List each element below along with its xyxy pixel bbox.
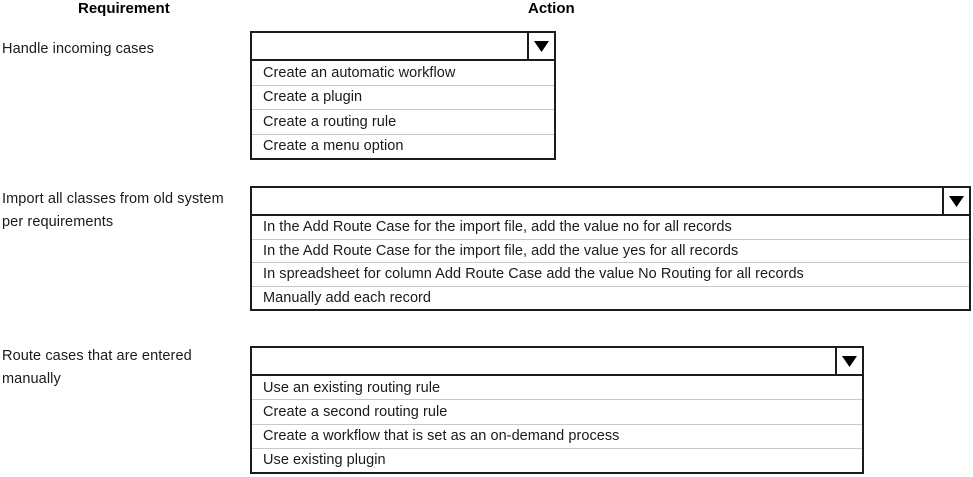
dropdown-option[interactable]: Use existing plugin xyxy=(252,448,862,472)
dropdown-option-list-1[interactable]: In the Add Route Case for the import fil… xyxy=(252,216,969,309)
dropdown-option[interactable]: Create an automatic workflow xyxy=(252,61,554,86)
chevron-down-icon[interactable] xyxy=(942,188,969,214)
column-header-requirement: Requirement xyxy=(78,0,170,17)
dropdown-selected-value-2[interactable] xyxy=(252,348,835,374)
dropdown-option[interactable]: In the Add Route Case for the import fil… xyxy=(252,216,969,240)
dropdown-option-list-2[interactable]: Use an existing routing rule Create a se… xyxy=(252,376,862,472)
dropdown-option-list-0[interactable]: Create an automatic workflow Create a pl… xyxy=(252,61,554,158)
dropdown-option[interactable]: Create a workflow that is set as an on-d… xyxy=(252,424,862,449)
requirement-label-0: Handle incoming cases xyxy=(2,41,155,57)
dropdown-selected-value-1[interactable] xyxy=(252,188,942,214)
action-dropdown-2[interactable]: Use an existing routing rule Create a se… xyxy=(250,346,864,474)
requirement-label-2: Route cases that are entered manually xyxy=(2,348,192,387)
column-header-action: Action xyxy=(528,0,575,17)
dropdown-option[interactable]: Create a plugin xyxy=(252,85,554,110)
dropdown-option[interactable]: In spreadsheet for column Add Route Case… xyxy=(252,263,969,287)
chevron-down-icon[interactable] xyxy=(835,348,862,374)
dropdown-option[interactable]: Manually add each record xyxy=(252,286,969,309)
dropdown-option[interactable]: Create a menu option xyxy=(252,134,554,158)
requirement-label-1: Import all classes from old system per r… xyxy=(2,191,224,230)
dropdown-select-2[interactable] xyxy=(252,348,862,376)
dropdown-option[interactable]: Create a second routing rule xyxy=(252,400,862,425)
dropdown-option[interactable]: Create a routing rule xyxy=(252,110,554,135)
action-dropdown-0[interactable]: Create an automatic workflow Create a pl… xyxy=(250,31,556,160)
dropdown-select-0[interactable] xyxy=(252,33,554,61)
dropdown-selected-value-0[interactable] xyxy=(252,33,527,59)
dropdown-option[interactable]: In the Add Route Case for the import fil… xyxy=(252,239,969,263)
dropdown-select-1[interactable] xyxy=(252,188,969,216)
chevron-down-icon[interactable] xyxy=(527,33,554,59)
dropdown-option[interactable]: Use an existing routing rule xyxy=(252,376,862,401)
action-dropdown-1[interactable]: In the Add Route Case for the import fil… xyxy=(250,186,971,311)
